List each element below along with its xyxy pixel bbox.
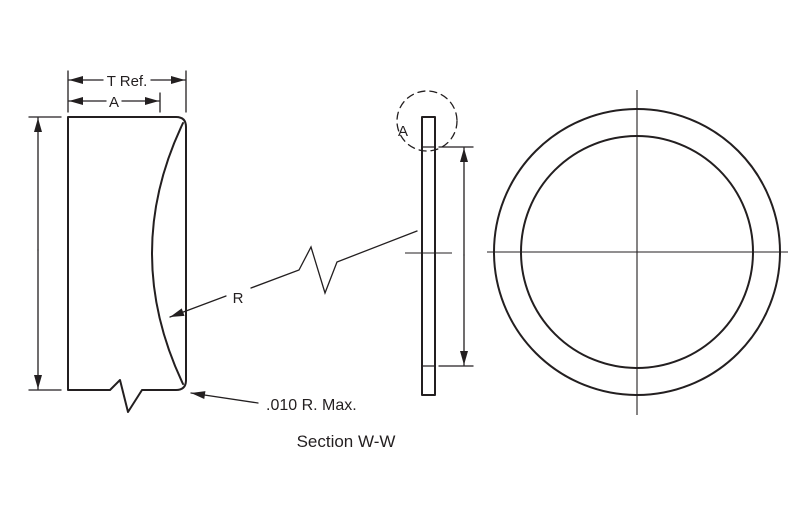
- radius-leader: R: [169, 230, 418, 318]
- radius-label: R: [233, 290, 244, 307]
- radius-leader-arrow: [169, 295, 227, 318]
- edge-view-outline: [421, 116, 436, 396]
- a-dim-label: A: [109, 94, 119, 111]
- radius-leader-break-line: [250, 230, 418, 295]
- t-ref-label: T Ref.: [107, 73, 148, 90]
- section-title: Section W-W: [297, 432, 396, 451]
- edge-view-group: A: [396, 90, 474, 396]
- front-view-group: [487, 90, 788, 415]
- corner-radius-arrow: [190, 391, 259, 404]
- a-dimension: A: [68, 94, 160, 111]
- id-dimension: [438, 146, 474, 367]
- detail-callout-a: A: [396, 90, 458, 152]
- od-dimension: [28, 116, 62, 391]
- section-view-group: T Ref. A R: [28, 70, 418, 451]
- t-ref-dimension: T Ref.: [68, 73, 186, 90]
- section-outline: [67, 116, 187, 413]
- corner-radius-callout: .010 R. Max.: [190, 391, 357, 414]
- detail-callout-circle: [396, 90, 458, 152]
- concave-face-arc: [151, 122, 184, 385]
- corner-radius-label: .010 R. Max.: [266, 397, 357, 414]
- detail-callout-label: A: [398, 123, 408, 140]
